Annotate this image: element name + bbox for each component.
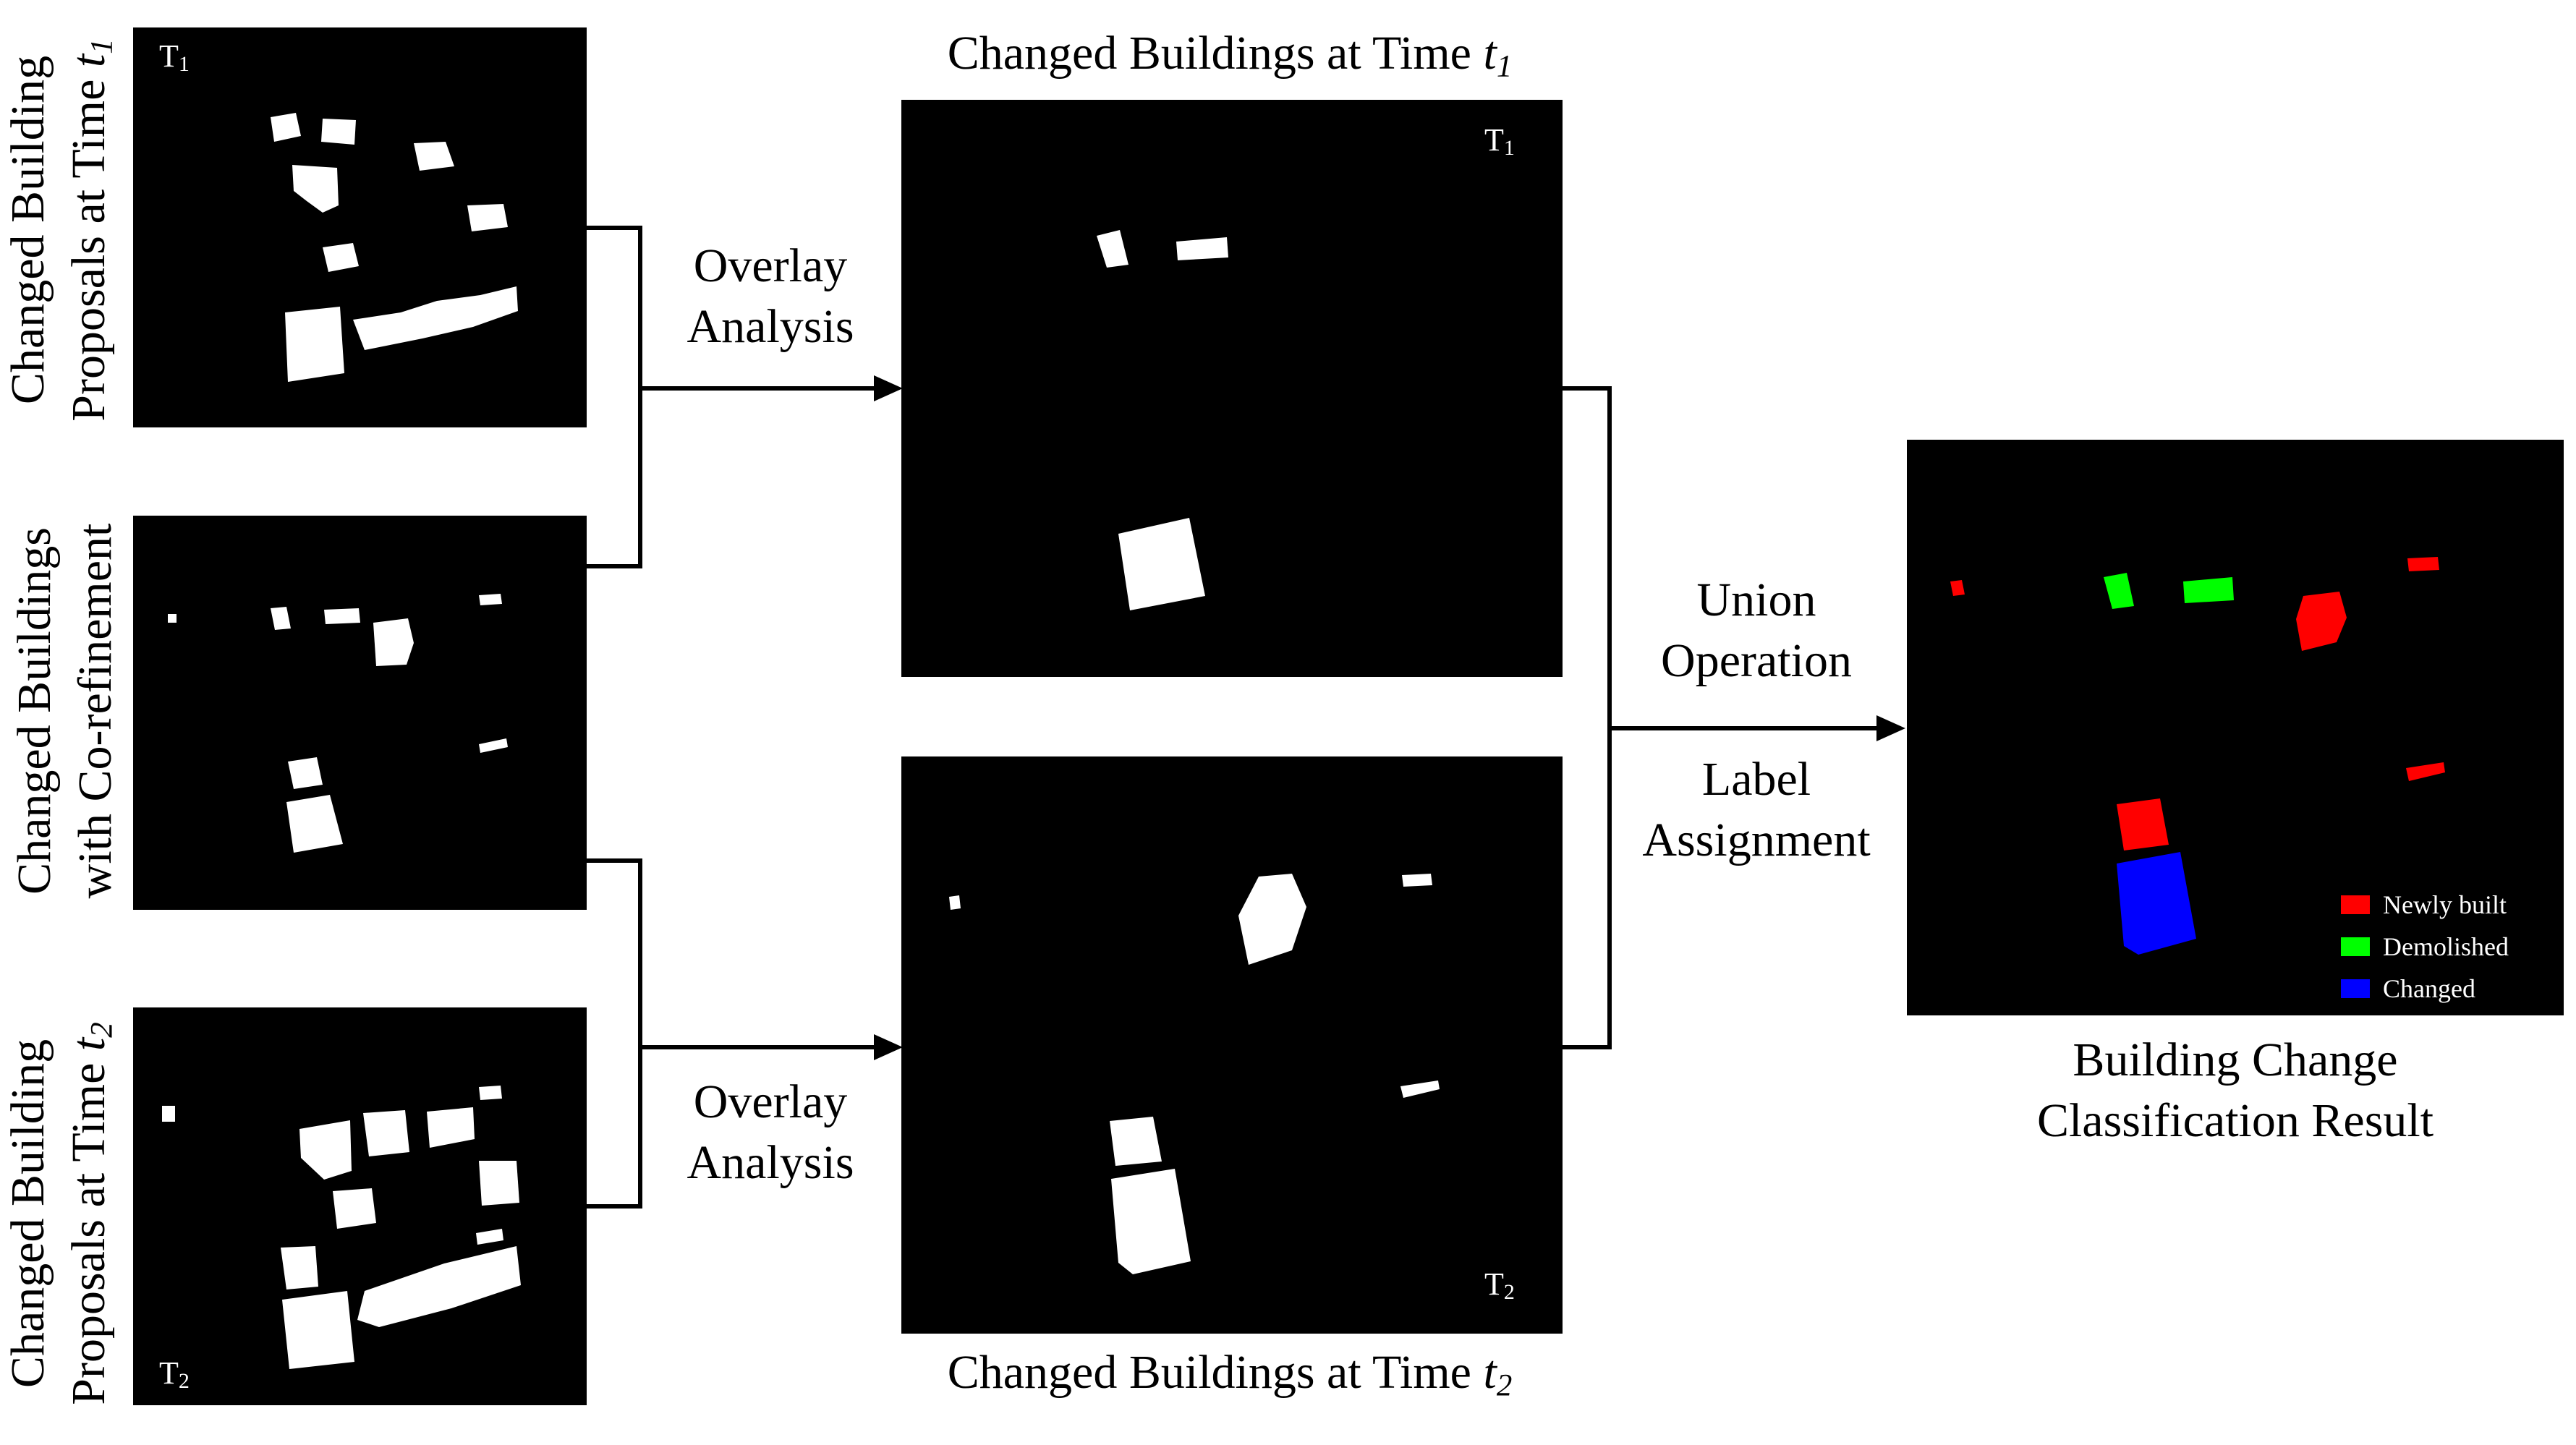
op-line: Operation — [1661, 634, 1852, 687]
caption-var: t2 — [1483, 1346, 1512, 1403]
op-line: Analysis — [686, 1136, 854, 1189]
op-line: Analysis — [686, 300, 854, 353]
panel-co-refinement — [133, 516, 587, 910]
var-sub: 1 — [1496, 49, 1513, 84]
label-line: Changed Buildings — [8, 527, 61, 895]
panel-changed-t2: T2 — [901, 756, 1563, 1334]
demolished-masks — [2104, 573, 2234, 609]
legend-item-newly-built: Newly built — [2341, 884, 2509, 926]
legend-swatch — [2341, 937, 2370, 956]
panel-proposals-t2: T2 — [133, 1007, 587, 1405]
legend-label: Newly built — [2383, 890, 2507, 919]
arrowhead-right — [1876, 715, 1905, 741]
var-sub: 2 — [1496, 1368, 1513, 1403]
operation-label-assignment: Label Assignment — [1612, 749, 1901, 871]
changed-masks — [2117, 852, 2196, 955]
building-masks — [949, 874, 1440, 1274]
panel-changed-t1: T1 — [901, 100, 1563, 677]
panel-tag-t1: T1 — [1484, 122, 1515, 161]
tag-sub: 1 — [1503, 136, 1515, 160]
panel-tag-t2: T2 — [159, 1355, 190, 1394]
op-line: Label — [1701, 753, 1811, 806]
tag-sub: 1 — [178, 52, 190, 76]
tag-sub: 2 — [178, 1369, 190, 1393]
operation-overlay-bottom: Overlay Analysis — [651, 1072, 890, 1193]
op-line: Overlay — [693, 1075, 848, 1128]
legend-label: Changed — [2383, 974, 2475, 1003]
var-t: t — [61, 1037, 115, 1052]
label-line: Changed Building — [1, 55, 54, 405]
label-text: Proposals at Time — [61, 67, 115, 422]
op-line: Overlay — [693, 239, 848, 292]
arrowhead-top — [874, 375, 903, 401]
var-sub: 1 — [85, 38, 119, 54]
bracket-top — [587, 226, 642, 568]
panel-classification-result — [1907, 440, 2564, 1015]
op-line: Assignment — [1642, 814, 1871, 866]
label-var: t2 — [61, 1022, 119, 1052]
caption-var: t1 — [1483, 27, 1512, 84]
label-co-refinement: Changed Buildings with Co-refinement — [0, 479, 130, 942]
tag-main: T — [159, 1355, 179, 1391]
caption-text: Changed Buildings at Time — [947, 27, 1484, 80]
panel-tag-t2: T2 — [1484, 1266, 1515, 1305]
label-var: t1 — [61, 38, 119, 68]
bracket-bottom — [587, 858, 642, 1209]
tag-main: T — [159, 38, 179, 74]
caption-classification-result: Building Change Classification Result — [1910, 1030, 2561, 1151]
legend-swatch — [2341, 895, 2370, 914]
legend-label: Demolished — [2383, 932, 2509, 961]
label-line: Changed Building — [1, 1039, 54, 1389]
tag-main: T — [1484, 122, 1504, 158]
building-masks — [271, 113, 518, 382]
bracket-right — [1563, 386, 1612, 1049]
building-masks — [1950, 557, 2445, 955]
arrowhead-bottom — [874, 1034, 903, 1060]
caption-changed-t1: Changed Buildings at Time t1 — [868, 23, 1591, 98]
tag-main: T — [1484, 1266, 1504, 1302]
caption-line: Building Change — [2073, 1033, 2398, 1086]
label-line: with Co-refinement — [69, 523, 122, 899]
building-masks — [1097, 230, 1228, 610]
building-masks — [162, 1086, 521, 1369]
var-t: t — [1483, 27, 1497, 80]
tag-sub: 2 — [1503, 1280, 1515, 1304]
operation-overlay-top: Overlay Analysis — [651, 236, 890, 357]
var-t: t — [61, 54, 115, 68]
building-masks — [168, 594, 508, 853]
label-line: Proposals at Time t2 — [59, 1022, 133, 1404]
panel-proposals-t1: T1 — [133, 27, 587, 427]
legend-swatch — [2341, 979, 2370, 998]
operation-union: Union Operation — [1612, 570, 1901, 691]
var-t: t — [1483, 1346, 1497, 1399]
var-sub: 2 — [85, 1022, 119, 1038]
label-text: Proposals at Time — [61, 1051, 115, 1405]
legend-item-changed: Changed — [2341, 968, 2509, 1010]
op-line: Union — [1696, 574, 1816, 626]
label-proposals-t1: Changed Building Proposals at Time t1 — [0, 0, 130, 461]
legend-item-demolished: Demolished — [2341, 926, 2509, 968]
newly-built-masks — [1950, 557, 2445, 851]
label-line: Proposals at Time t1 — [59, 38, 133, 421]
caption-text: Changed Buildings at Time — [947, 1346, 1484, 1399]
caption-line: Classification Result — [2036, 1094, 2434, 1147]
panel-tag-t1: T1 — [159, 38, 190, 77]
caption-changed-t2: Changed Buildings at Time t2 — [868, 1342, 1591, 1417]
legend: Newly built Demolished Changed — [2341, 884, 2509, 1010]
label-proposals-t2: Changed Building Proposals at Time t2 — [0, 982, 130, 1445]
